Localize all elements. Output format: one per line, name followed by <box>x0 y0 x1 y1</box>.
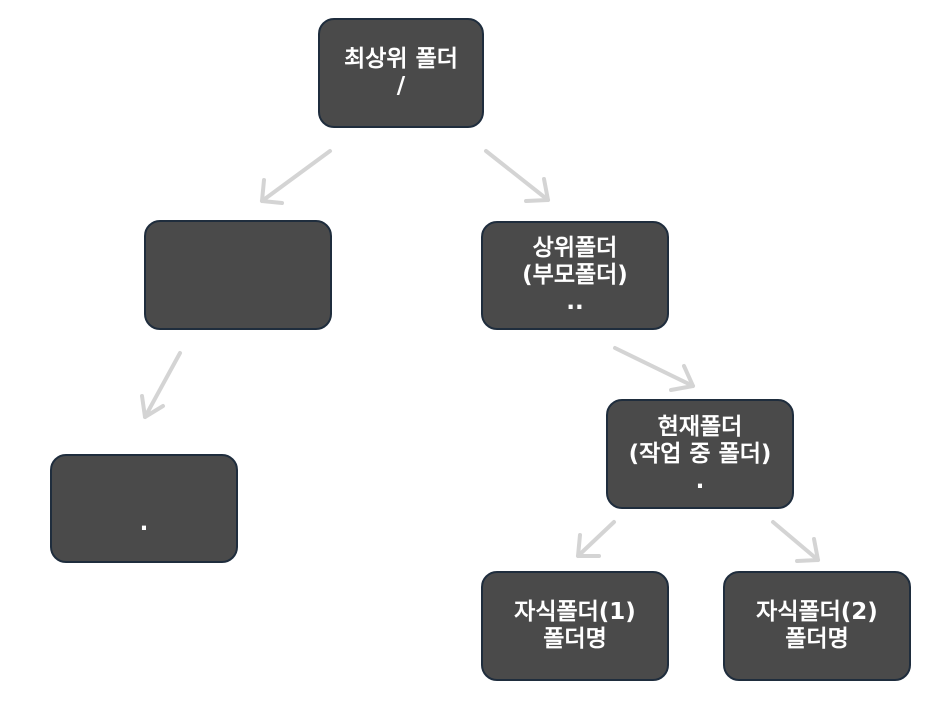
arrow-current-to-child1 <box>576 520 616 558</box>
node-child1-label: 자식폴더(1) 폴더명 <box>514 599 636 652</box>
arrow-current-to-child2 <box>771 520 820 563</box>
node-empty-folder <box>144 220 332 330</box>
node-parent-label: 상위폴더 (부모폴더) .. <box>522 235 628 315</box>
node-dot-folder: . <box>50 454 238 563</box>
arrow-parent-to-current <box>613 346 695 392</box>
arrow-root-to-left1 <box>260 149 332 205</box>
node-current-folder: 현재폴더 (작업 중 폴더) . <box>606 399 794 509</box>
node-current-label: 현재폴더 (작업 중 폴더) . <box>628 413 772 494</box>
node-child2-label: 자식폴더(2) 폴더명 <box>756 599 878 652</box>
node-child-folder-1: 자식폴더(1) 폴더명 <box>481 571 669 681</box>
node-parent-folder: 상위폴더 (부모폴더) .. <box>481 221 669 330</box>
arrow-root-to-parent <box>484 149 550 203</box>
node-child-folder-2: 자식폴더(2) 폴더명 <box>723 571 911 681</box>
node-root-folder: 최상위 폴더 / <box>318 18 484 128</box>
arrow-left1-to-left2 <box>140 351 182 419</box>
node-root-label: 최상위 폴더 / <box>344 46 458 99</box>
node-dot-label: . <box>139 510 149 536</box>
